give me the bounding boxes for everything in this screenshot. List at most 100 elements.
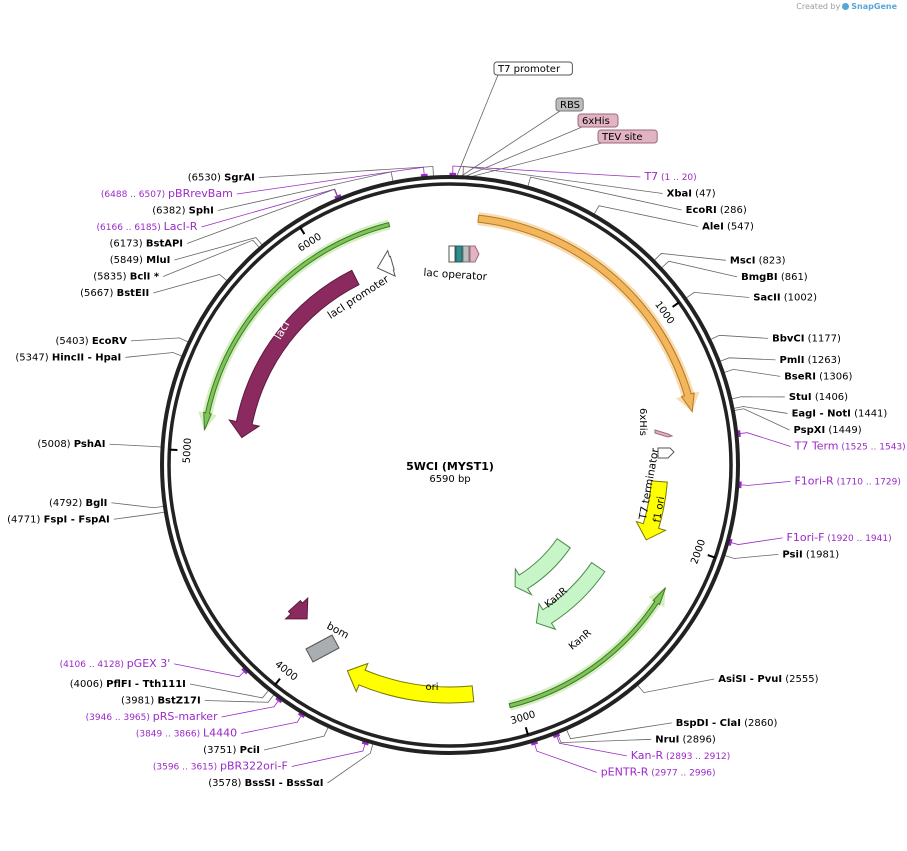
primer-label: (4106 .. 4128) pGEX 3' [60,657,171,670]
feature-glow [508,588,665,711]
leader-line [328,742,374,783]
site-sacii[interactable]: SacII (1002) [684,292,817,303]
ori-label: ori [425,682,438,693]
site-label: EcoRI (286) [686,205,747,216]
feature-laci-promoter[interactable] [377,251,395,277]
feature-ori[interactable] [347,663,473,703]
feature-box-label: RBS [560,100,580,111]
tick-label-3000: 3000 [509,709,537,727]
leader-line [453,166,641,177]
feature-arrow [377,251,395,277]
site-stui[interactable]: StuI (1406) [729,392,848,403]
snapgene-logo-icon [842,3,849,10]
site-pmli[interactable]: PmlI (1263) [718,355,841,366]
leader-line [264,725,329,750]
site-label: (3751) PciI [203,745,260,756]
rbs-box [456,246,462,262]
site-ecorv[interactable]: (5403) EcoRV [55,336,190,347]
site-label: (3578) BssSI - BssSαI [208,778,323,789]
primer-mark [421,175,428,176]
site-label: BseRI (1306) [784,371,852,382]
sixxhis-feature[interactable]: 6xHis [637,408,672,437]
site-eagi[interactable]: EagI - NotI (1441) [731,407,887,420]
site-label: AsiSI - PvuI (2555) [718,674,818,685]
primer-pbr322ori-f[interactable]: (3596 .. 3615) pBR322ori-F [153,742,369,772]
leader-line [722,369,780,376]
tick-label-5000: 5000 [182,438,194,464]
leader-line [114,512,167,520]
site-label: (5849) MluI [110,255,171,266]
site-label: (3981) BstZ17I [121,695,201,706]
leader-line [190,684,270,698]
leader-line [174,664,245,677]
primer-label: F1ori-R (1710 .. 1729) [794,474,900,487]
leader-line [259,166,434,178]
kanR-label-inner: KanR [567,628,594,653]
leader-line [131,338,190,343]
primer-f1ori-f[interactable]: F1ori-F (1920 .. 1941) [730,531,892,546]
site-label: (4006) PflFI - Tth111I [70,679,186,690]
leader-line [556,735,627,756]
site-label: EagI - NotI (1441) [792,408,888,419]
tick-label-2000: 2000 [689,538,708,566]
lac-operator-feature[interactable]: lac operator [423,246,488,283]
site-pshai[interactable]: (5008) PshAI [37,439,163,450]
leader-line [636,679,714,693]
site-bgli[interactable]: (4792) BglI [49,498,166,509]
site-hincii[interactable]: (5347) HincII - HpaI [15,352,184,363]
leader-line [731,407,787,414]
primer-label: (6166 .. 6185) LacI-R [97,220,198,233]
feature-arrow [347,663,473,703]
primer-pgex-3[interactable]: (4106 .. 4128) pGEX 3' [60,657,247,677]
site-psii[interactable]: PsiI (1981) [723,549,840,560]
primer-label: T7 (1 .. 20) [643,170,696,183]
tick-4000 [275,679,280,685]
feature-kanr-transcript[interactable] [508,588,665,711]
leader-line [660,261,737,277]
site-nrui[interactable]: NruI (2896) [557,731,716,745]
tick-1000 [673,302,680,307]
tev-box [470,246,479,262]
site-label: (5347) HincII - HpaI [15,352,121,363]
site-fspi[interactable]: (4771) FspI - FspAI [7,512,167,526]
primer-f1ori-r[interactable]: F1ori-R (1710 .. 1729) [739,474,901,488]
primer-pbrrevbam[interactable]: (6488 .. 6507) pBRrevBam [101,167,428,200]
bom-feature[interactable]: bom [306,620,351,662]
site-label: (5403) EcoRV [55,336,127,347]
site-bbvci[interactable]: BbvCI (1177) [709,333,841,344]
site-bstz17i[interactable]: (3981) BstZ17I [121,693,275,707]
tag-box [463,246,469,262]
site-label: StuI (1406) [789,392,848,403]
feature-box-tev-site[interactable]: TEV site [464,130,657,178]
site-label: MscI (823) [730,255,786,266]
feature-box-label: 6xHis [582,116,610,127]
bom-box [306,635,339,662]
leader-line [458,111,560,178]
leader-line [534,743,597,773]
site-label: (4771) FspI - FspAI [7,514,110,525]
site-label: BbvCI (1177) [772,333,841,344]
feature-arrow [509,588,665,708]
tick-label-4000: 4000 [273,659,300,683]
feature-box-t7-promoter[interactable]: T7 promoter [456,62,572,178]
site-label: (4792) BglI [49,498,107,509]
site-label: AleI (547) [702,222,754,233]
leader-line [709,335,768,340]
feature-box-6xhis[interactable]: 6xHis [461,114,618,178]
tick-2000 [708,555,716,558]
site-asisi[interactable]: AsiSI - PvuI (2555) [636,674,819,693]
leader-line [732,409,790,430]
credit-brand: SnapGene [851,2,897,11]
site-msci[interactable]: MscI (823) [653,253,786,266]
feature-box-rbs[interactable]: RBS [458,98,583,178]
site-bseri[interactable]: BseRI (1306) [722,369,853,382]
leader-line [738,433,790,447]
leader-line [653,253,726,261]
leader-line [111,503,166,508]
leader-line [241,714,302,733]
feature-laci[interactable] [229,270,359,437]
site-label: NruI (2896) [655,734,716,745]
lac-operator-label: lac operator [423,267,488,283]
